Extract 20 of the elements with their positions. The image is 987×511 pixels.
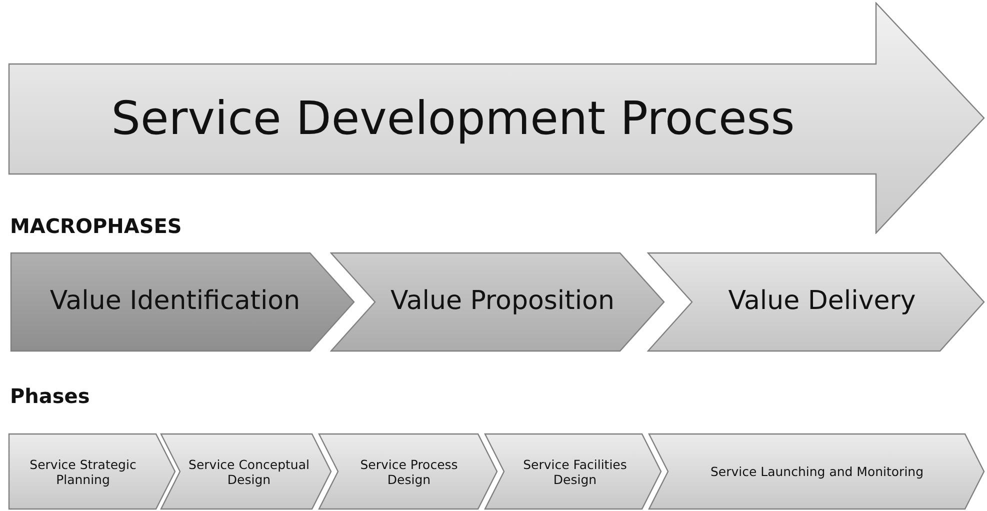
phase-label: Service Conceptual Design — [188, 456, 310, 486]
phase-label: Service Facilities Design — [522, 456, 628, 486]
phase-label: Service Process Design — [359, 456, 459, 486]
title-text: Service Development Process — [111, 91, 795, 147]
phase-label: Value Proposition — [390, 286, 614, 318]
arrow-shape — [8, 2, 985, 234]
chevron-shape — [647, 252, 985, 352]
chevron-shape — [160, 433, 332, 510]
section-heading: Phases — [10, 384, 90, 408]
chevron-shape — [318, 433, 498, 510]
phase-label: Value Delivery — [728, 286, 916, 318]
chevron-shape — [648, 433, 985, 510]
phase-label: Value Identification — [50, 286, 300, 318]
phase-label: Service Strategic Planning — [28, 456, 138, 486]
chevron-shape — [10, 252, 355, 352]
chevron-shape — [8, 433, 176, 510]
section-heading: MACROPHASES — [10, 214, 182, 238]
chevron-shape — [330, 252, 665, 352]
chevron-shape — [484, 433, 662, 510]
phase-label: Service Launching and Monitoring — [710, 464, 924, 479]
